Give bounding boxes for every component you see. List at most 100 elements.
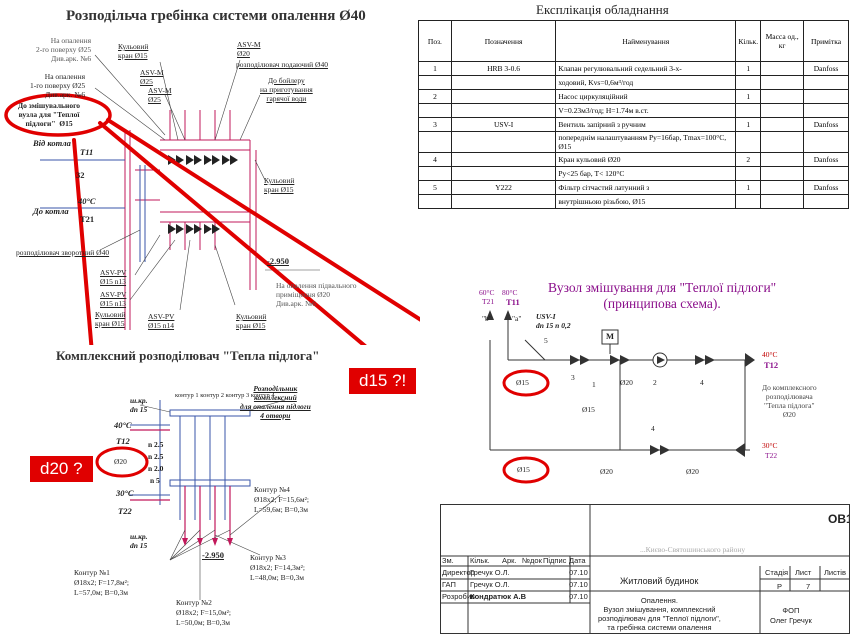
table-cell (418, 75, 452, 90)
scheme-t11: T11 (506, 297, 520, 307)
scheme-t40: 40°С (762, 350, 778, 359)
stamp-cell: Гречук О.Л. (470, 580, 510, 589)
collector-n1: n 2.5 (148, 440, 164, 449)
collector-contour-4: Контур №4 Ø18х2; F=15,6м²; L=59,6м; B=0,… (254, 485, 309, 514)
label-asvm-c: ASV-M Ø20 (237, 40, 261, 58)
scheme-n4a: 4 (700, 378, 704, 387)
table-header: Примітка (803, 20, 849, 62)
table-cell (760, 89, 805, 104)
table-header: Кільк. (735, 20, 762, 62)
stamp-cell: Директор (442, 568, 475, 577)
stamp-sheet: 7 (806, 582, 811, 591)
table-cell: Клапан регулювальний седельний 3-х- (555, 61, 737, 76)
label-asvpv-a: ASV-PV Ø15 n13 (100, 268, 127, 286)
label-asvm-a: ASV-M Ø25 (140, 68, 164, 86)
stamp-header-cell: Зм. (442, 556, 454, 565)
scheme-d15b: Ø15 (582, 405, 595, 414)
label-supply-dist: розподілювач подаючий Ø40 (236, 60, 328, 69)
scheme-d20c: Ø20 (686, 467, 699, 476)
table-cell: 3 (418, 117, 452, 132)
table-cell: 1 (735, 117, 762, 132)
d15-callout-ellipses (502, 369, 550, 484)
collector-t22: T22 (118, 506, 132, 516)
label-asvpv-b: ASV-PV Ø15 n13 (100, 290, 127, 308)
d15-warning-label: d15 ?! (349, 368, 417, 394)
table-header: Найменування (555, 20, 737, 62)
scheme-t12: T12 (764, 360, 779, 370)
collector-t40: 40°С (114, 420, 132, 430)
scheme-to-collector: До комплексного розподілювача "Тепла під… (762, 383, 817, 419)
collector-t12: T12 (116, 436, 130, 446)
scheme-d20a: Ø20 (620, 378, 633, 387)
table-cell (803, 103, 849, 118)
stamp-cell: Розробив (442, 592, 476, 601)
table-cell: Danfoss (803, 117, 849, 132)
table-cell: 1 (418, 61, 452, 76)
table-cell (760, 103, 805, 118)
stamp-sheets-header: Листів (824, 568, 846, 577)
table-cell: USV-I (450, 117, 557, 132)
table-cell: Ру<25 бар, T< 120°С (555, 166, 737, 181)
scheme-d15c: Ø15 (517, 465, 530, 474)
table-cell (418, 166, 452, 181)
collector-n3: n 2.0 (148, 464, 164, 473)
label-floor1: На опалення 1-го поверху Ø25 Див.арк. №6 (30, 72, 86, 99)
collector-d20: Ø20 (114, 457, 127, 466)
table-cell (450, 131, 557, 153)
stamp-company: ФОП Олег Гречук (770, 606, 812, 625)
collector-contour-2: Контур №2 Ø18х2; F=15,0м²; L=50,0м; B=0,… (176, 598, 231, 627)
table-cell (735, 166, 762, 181)
scheme-t60: 60°С (479, 288, 495, 297)
table-cell: Danfoss (803, 61, 849, 76)
manifold-title: Розподільча гребінка системи опалення Ø4… (66, 8, 366, 24)
collector-level: -2.950 (202, 550, 224, 560)
scheme-t22: T22 (765, 451, 778, 460)
table-cell (418, 131, 452, 153)
label-ball-valve-bottom-right: Кульовий кран Ø15 (236, 312, 267, 330)
collector-shkr-top: ш.кр. dn 15 (130, 396, 148, 414)
table-cell (450, 194, 557, 209)
scheme-d15a: Ø15 (516, 378, 529, 387)
label-t11: T11 (80, 147, 94, 157)
stamp-cell: 07.10 (569, 592, 588, 601)
table-cell (450, 75, 557, 90)
scheme-t21: T21 (482, 297, 495, 306)
table-cell (450, 103, 557, 118)
table-title: Експлікація обладнання (536, 2, 669, 17)
table-cell: Насос циркуляційний (555, 89, 737, 104)
table-header-row: Поз. Позначення Найменування Кільк. Масс… (418, 20, 849, 62)
d20-warning-label: d20 ? (30, 456, 93, 482)
collector-contour-1: Контур №1 Ø18х2; F=17,8м²; L=57,0м; B=0,… (74, 568, 129, 597)
stamp-code: ОВ1 (828, 512, 850, 526)
scheme-b: "b" (482, 314, 492, 323)
table-cell: 5 (418, 180, 452, 195)
label-ball-valve-bottom-left: Кульовий кран Ø15 (95, 310, 126, 328)
table-cell: 2 (735, 152, 762, 167)
stamp-cell: 07.10 (569, 568, 588, 577)
table-cell (735, 131, 762, 153)
label-ball-valve-top: Кульовий кран Ø15 (118, 42, 149, 60)
scheme-n3: 3 (571, 373, 575, 382)
stamp-description: Опалення. Вузол змішування, комплексний … (598, 596, 721, 632)
collector-drawing (130, 399, 286, 600)
table-cell (760, 75, 805, 90)
table-cell (735, 103, 762, 118)
stamp-address: ...Києво-Святошинського району (640, 545, 746, 554)
label-from-boiler: Від котла (33, 138, 71, 148)
stamp-sheet-header: Лист (795, 568, 812, 577)
table-cell (418, 194, 452, 209)
table-row: Ру<25 бар, T< 120°С (418, 166, 849, 181)
table-cell: 4 (418, 152, 452, 167)
collector-title: Комплексний розподілювач "Тепла підлога" (56, 348, 320, 363)
table-cell (803, 166, 849, 181)
collector-n4: n 5 (150, 476, 160, 485)
scheme-a: "a" (512, 314, 522, 323)
collector-contour-3: Контур №3 Ø18х2; F=14,3м²; L=48,0м; B=0,… (250, 553, 305, 582)
label-asvm-b: ASV-M Ø25 (148, 86, 172, 104)
table-cell (760, 166, 805, 181)
label-to-boiler: До котла (33, 206, 69, 216)
label-floor2: На опалення 2-го поверху Ø25 Див.арк. №6 (36, 36, 92, 63)
